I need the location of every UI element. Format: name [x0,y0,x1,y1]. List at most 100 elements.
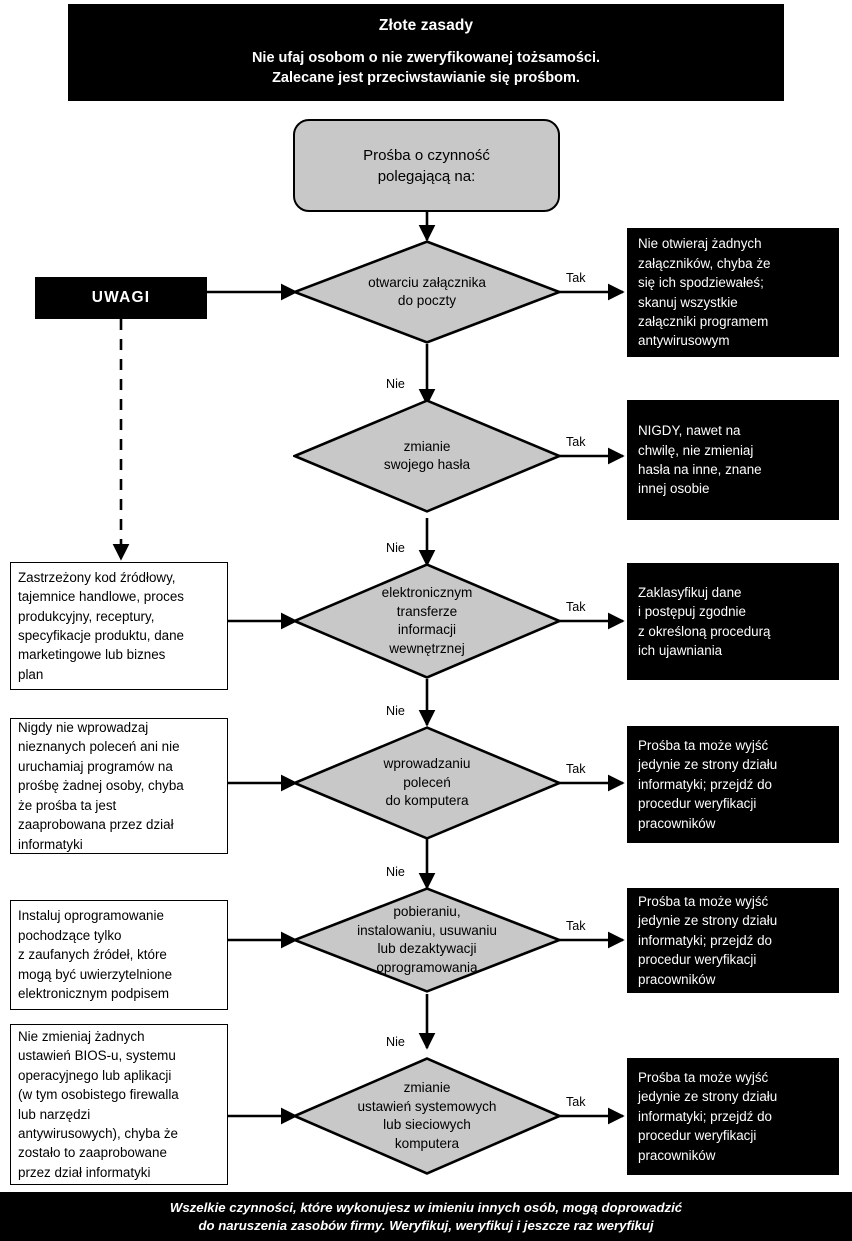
decision-shape [293,1057,561,1175]
edge-label-yes-transfer-informacji: Tak [566,600,586,614]
edge-label-no-zmiana-hasla: Nie [386,377,405,391]
advice-transfer-informacji-line-2: z określoną procedurą [638,623,771,639]
advice-box-zmiana-hasla: NIGDY, nawet na chwilę, nie zmieniaj hasła… [627,400,839,520]
note-zmiana-ustawien-line-2: operacyjnego lub aplikacji [18,1067,172,1083]
note-zmiana-ustawien-line-5: antywirusowych), chyba że [18,1125,179,1141]
note-pobieranie-oprogramowania-line-1: pochodzące tylko [18,927,122,943]
note-transfer-informacji-line-5: plan [18,666,44,682]
header-subtitle-line-0: Nie ufaj osobom o nie zweryfikowanej toż… [251,50,601,66]
edge-label-no-pobieranie-oprogramowania: Nie [386,865,405,879]
note-box-transfer-informacji: Zastrzeżony kod źródłowy, tajemnice handl… [10,562,228,690]
note-pobieranie-oprogramowania-line-4: elektronicznym podpisem [18,986,170,1002]
advice-zmiana-ustawien-line-3: procedur weryfikacji [638,1128,757,1144]
footer-banner: Wszelkie czynności, które wykonujesz w i… [0,1192,852,1241]
advice-wprowadzanie-polecen-line-0: Prośba ta może wyjść [638,737,769,753]
advice-zmiana-ustawien-line-1: jedynie ze strony działu [638,1089,778,1105]
note-zmiana-ustawien-line-6: zostało to zaaprobowane [18,1145,167,1161]
footer-line-1: do naruszenia zasobów firmy. Weryfikuj, … [198,1218,654,1233]
advice-box-pobieranie-oprogramowania: Prośba ta może wyjść jedynie ze strony dz… [627,888,839,993]
footer-line-0: Wszelkie czynności, które wykonujesz w i… [169,1200,683,1215]
edge-label-no-wprowadzanie-polecen: Nie [386,704,405,718]
advice-pobieranie-oprogramowania-line-3: procedur weryfikacji [638,952,757,968]
note-zmiana-ustawien-line-7: przez dział informatyki [18,1164,151,1180]
note-box-wprowadzanie-polecen: Nigdy nie wprowadzaj nieznanych poleceń a… [10,718,228,854]
note-zmiana-ustawien-line-1: ustawień BIOS-u, systemu [18,1048,176,1064]
header-banner: Złote zasady Nie ufaj osobom o nie zwery… [68,4,784,101]
advice-box-zmiana-ustawien: Prośba ta może wyjść jedynie ze strony dz… [627,1058,839,1175]
advice-zmiana-hasla-line-3: innej osobie [638,481,710,497]
decision-shape [293,887,561,993]
note-transfer-informacji-line-3: specyfikacje produktu, dane [18,628,184,643]
advice-otwarcie-zalacznika-line-2: się ich spodziewałeś; [638,275,764,291]
advice-pobieranie-oprogramowania-line-2: informatyki; przejdź do [638,932,772,948]
edge-label-yes-zmiana-ustawien: Tak [566,1095,586,1109]
decision-shape [293,563,561,679]
header-subtitle: Nie ufaj osobom o nie zweryfikowanej toż… [68,48,784,88]
decision-shape [293,399,561,513]
advice-pobieranie-oprogramowania-line-0: Prośba ta może wyjść [638,893,769,909]
notes-header-label: UWAGI [91,289,151,306]
edge-label-yes-zmiana-hasla: Tak [566,435,586,449]
advice-otwarcie-zalacznika-line-5: antywirusowym [638,333,730,349]
advice-zmiana-hasla-line-1: chwilę, nie zmieniaj [638,442,754,458]
advice-wprowadzanie-polecen-line-4: pracowników [638,815,716,831]
note-transfer-informacji-line-4: marketingowe lub biznes [18,647,166,663]
note-box-zmiana-ustawien: Nie zmieniaj żadnych ustawień BIOS-u, sys… [10,1024,228,1185]
advice-otwarcie-zalacznika-line-1: załączników, chyba że [638,255,771,271]
note-zmiana-ustawien-line-0: Nie zmieniaj żadnych [18,1028,145,1044]
note-pobieranie-oprogramowania-line-3: mogą być uwierzytelnione [18,966,173,982]
start-node-line-0: Prośba o czynność [363,146,490,164]
note-zmiana-ustawien-line-4: lub narzędzi [18,1106,91,1122]
note-wprowadzanie-polecen-line-5: zaaprobowana przez dział [18,817,174,833]
header-title: Złote zasady [378,17,474,34]
note-wprowadzanie-polecen-line-6: informatyki [18,836,83,852]
advice-otwarcie-zalacznika-line-4: załączniki programem [638,313,769,329]
advice-zmiana-ustawien-line-2: informatyki; przejdź do [638,1108,772,1124]
note-transfer-informacji-line-1: tajemnice handlowe, proces [18,589,184,605]
edge-label-yes-pobieranie-oprogramowania: Tak [566,919,586,933]
notes-header-box: UWAGI [35,277,207,319]
note-transfer-informacji-line-2: produkcyjny, receptury, [18,608,155,624]
advice-transfer-informacji-line-3: ich ujawniania [638,642,723,658]
advice-pobieranie-oprogramowania-line-1: jedynie ze strony działu [638,913,778,929]
start-node-line-1: polegającą na: [377,167,476,185]
note-pobieranie-oprogramowania-line-0: Instaluj oprogramowanie [18,908,164,924]
decision-shape [293,240,561,344]
note-wprowadzanie-polecen-line-3: prośbę żadnej osoby, chyba [18,778,184,794]
advice-otwarcie-zalacznika-line-0: Nie otwieraj żadnych [638,236,762,252]
note-wprowadzanie-polecen-line-4: że prośba ta jest [18,797,117,813]
advice-zmiana-hasla-line-2: hasła na inne, znane [638,462,762,477]
advice-box-otwarcie-zalacznika: Nie otwieraj żadnych załączników, chyba ż… [627,228,839,357]
footer-text: Wszelkie czynności, które wykonujesz w i… [0,1199,852,1235]
edge-label-yes-wprowadzanie-polecen: Tak [566,762,586,776]
start-node[interactable]: Prośba o czynność polegającą na: [293,119,560,212]
note-wprowadzanie-polecen-line-2: uruchamiaj programów na [18,758,173,774]
advice-pobieranie-oprogramowania-line-4: pracowników [638,971,716,987]
edge-label-yes-otwarcie-zalacznika: Tak [566,271,586,285]
note-wprowadzanie-polecen-line-1: nieznanych poleceń ani nie [18,739,180,755]
advice-wprowadzanie-polecen-line-3: procedur weryfikacji [638,796,757,812]
edge-label-no-zmiana-ustawien: Nie [386,1035,405,1049]
edge-label-no-transfer-informacji: Nie [386,541,405,555]
note-pobieranie-oprogramowania-line-2: z zaufanych źródeł, które [18,947,167,963]
advice-wprowadzanie-polecen-line-2: informatyki; przejdź do [638,776,772,792]
note-box-pobieranie-oprogramowania: Instaluj oprogramowanie pochodzące tylko z… [10,900,228,1010]
note-transfer-informacji-line-0: Zastrzeżony kod źródłowy, [18,569,176,585]
advice-zmiana-ustawien-line-0: Prośba ta może wyjść [638,1069,769,1085]
header-subtitle-line-1: Zalecane jest przeciwstawianie się prośb… [272,70,580,86]
advice-otwarcie-zalacznika-line-3: skanuj wszystkie [638,294,738,310]
advice-wprowadzanie-polecen-line-1: jedynie ze strony działu [638,757,778,773]
advice-zmiana-ustawien-line-4: pracowników [638,1147,716,1163]
advice-zmiana-hasla-line-0: NIGDY, nawet na [638,423,741,439]
note-wprowadzanie-polecen-line-0: Nigdy nie wprowadzaj [18,720,149,736]
start-node-label: Prośba o czynność polegającą na: [363,145,490,187]
advice-box-wprowadzanie-polecen: Prośba ta może wyjść jedynie ze strony dz… [627,726,839,843]
